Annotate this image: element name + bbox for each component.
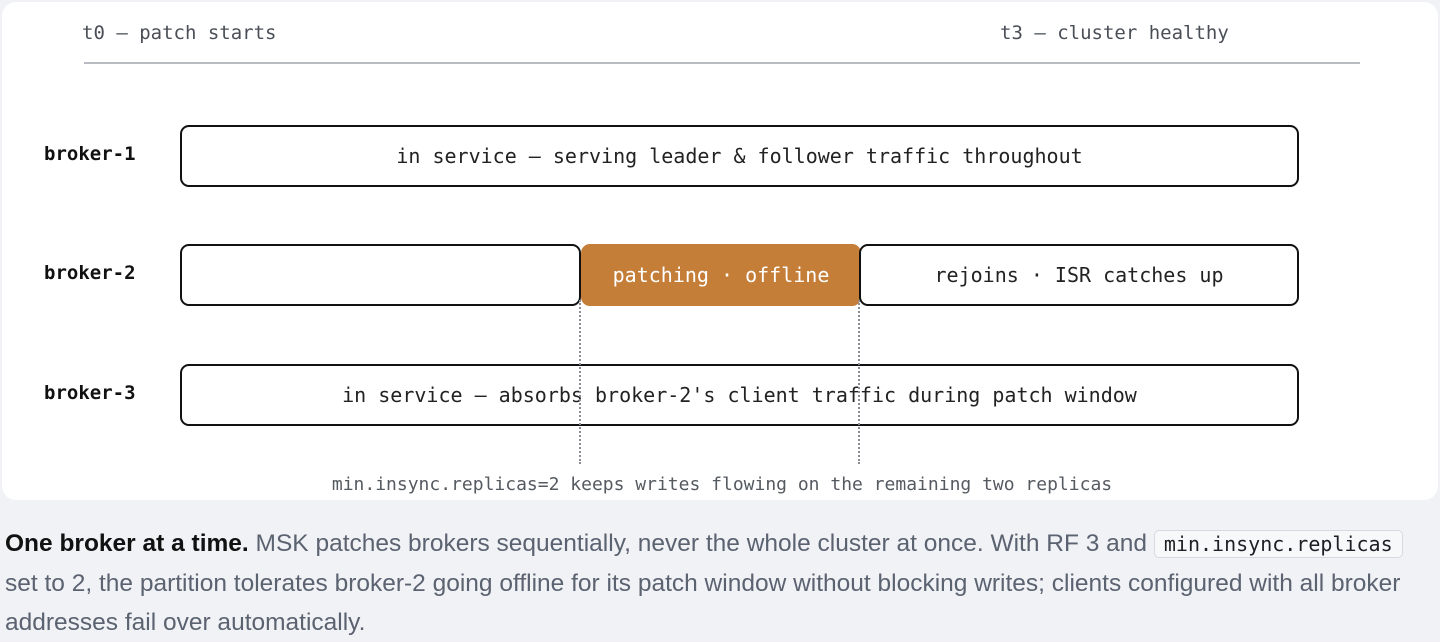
caption-text-1: MSK patches brokers sequentially, never … (248, 530, 1154, 557)
broker-3-in-service-segment: in service — absorbs broker-2's client t… (180, 364, 1299, 426)
broker-1-label: broker-1 (44, 143, 136, 165)
broker-2-pre-patch-segment (180, 244, 581, 306)
broker-1-in-service-segment: in service — serving leader & follower t… (180, 125, 1299, 187)
patch-window-start-marker (579, 300, 581, 464)
inline-code-min-insync-replicas: min.insync.replicas (1153, 530, 1403, 558)
broker-2-label: broker-2 (44, 262, 136, 284)
caption-paragraph: One broker at a time. MSK patches broker… (5, 524, 1430, 642)
timeline-axis (84, 62, 1360, 64)
broker-2-patching-segment: patching · offline (581, 244, 861, 306)
patch-window-end-marker (858, 300, 860, 464)
broker-3-label: broker-3 (44, 382, 136, 404)
timeline-end-label: t3 — cluster healthy (1000, 22, 1229, 44)
caption-text-2: set to 2, the partition tolerates broker… (5, 570, 1401, 636)
broker-2-rejoin-segment: rejoins · ISR catches up (859, 244, 1299, 306)
timeline-start-label: t0 — patch starts (82, 22, 277, 44)
diagram-card: t0 — patch starts t3 — cluster healthy b… (2, 2, 1438, 500)
caption-lead: One broker at a time. (5, 530, 249, 557)
diagram-footnote: min.insync.replicas=2 keeps writes flowi… (331, 474, 1113, 495)
